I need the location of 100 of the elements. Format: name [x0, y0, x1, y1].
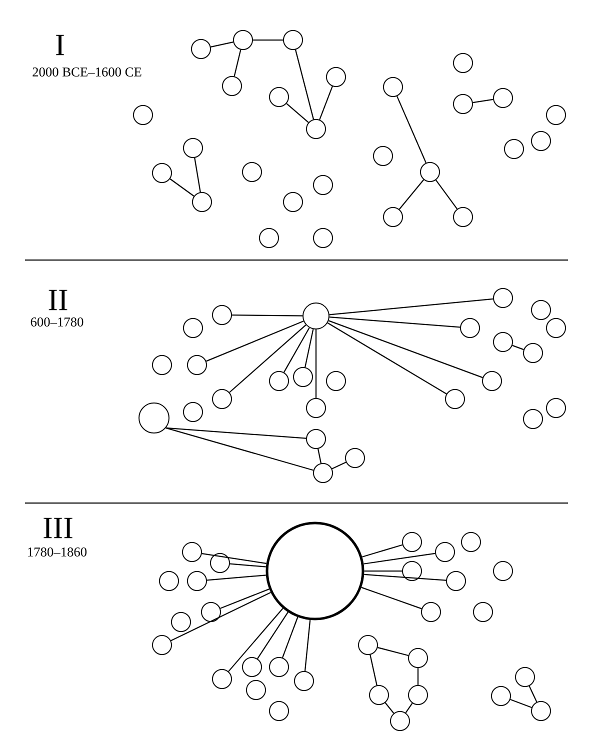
- period-numeral: III: [44, 518, 72, 538]
- node-circle: [546, 398, 566, 418]
- node-circle: [515, 667, 535, 687]
- connector-line: [232, 314, 303, 316]
- connector-line: [230, 563, 266, 568]
- connector-line: [510, 698, 532, 708]
- connector-line: [206, 574, 266, 581]
- node-circle: [482, 371, 502, 391]
- node-circle: [152, 163, 172, 183]
- node-circle: [183, 402, 203, 422]
- node-circle: [293, 367, 313, 387]
- node-circle: [453, 207, 473, 227]
- connector-line: [364, 552, 436, 564]
- node-circle: [269, 87, 289, 107]
- node-circle: [383, 77, 403, 97]
- connector-line: [170, 592, 271, 642]
- node-circle: [473, 602, 493, 622]
- connector-line: [378, 646, 408, 656]
- connector-line: [206, 320, 304, 362]
- node-circle: [283, 30, 303, 50]
- node-circle: [445, 389, 465, 409]
- node-circle: [358, 635, 378, 655]
- node-circle: [402, 561, 422, 581]
- node-circle: [493, 561, 513, 581]
- node-circle: [345, 448, 365, 468]
- node-circle: [369, 685, 389, 705]
- node-circle: [222, 76, 242, 96]
- node-circle: [313, 175, 333, 195]
- date-range: 1780–1860: [28, 548, 87, 556]
- node-circle: [421, 602, 441, 622]
- node-circle: [187, 355, 207, 375]
- node-circle: [493, 288, 513, 308]
- node-circle: [491, 686, 511, 706]
- connector-line: [229, 324, 306, 393]
- node-circle: [269, 701, 289, 721]
- hub-circle: [302, 302, 330, 330]
- node-circle: [269, 371, 289, 391]
- node-circle: [259, 228, 279, 248]
- connector-line: [384, 702, 394, 714]
- connector-line: [282, 616, 298, 658]
- connector-line: [405, 702, 413, 714]
- period-numeral: I: [56, 34, 64, 56]
- node-circle: [246, 680, 266, 700]
- node-circle: [523, 343, 543, 363]
- node-circle: [187, 571, 207, 591]
- connector-line: [170, 178, 194, 197]
- connector-line: [319, 86, 333, 120]
- connector-line: [317, 448, 322, 464]
- node-circle: [408, 648, 428, 668]
- connector-line: [194, 158, 201, 192]
- connector-line: [304, 329, 314, 368]
- connector-line: [253, 39, 283, 41]
- connector-line: [220, 588, 270, 609]
- hub-circle: [266, 522, 364, 620]
- node-circle: [212, 389, 232, 409]
- node-circle: [201, 602, 221, 622]
- node-circle: [133, 105, 153, 125]
- node-circle: [152, 635, 172, 655]
- connector-line: [329, 298, 494, 316]
- node-circle: [159, 571, 179, 591]
- node-circle: [212, 669, 232, 689]
- node-circle: [210, 553, 230, 573]
- node-circle: [233, 30, 253, 50]
- connector-line: [166, 427, 314, 471]
- connector-line: [304, 620, 311, 672]
- node-circle: [408, 685, 428, 705]
- node-circle: [402, 532, 422, 552]
- connector-line: [328, 320, 483, 378]
- connector-line: [435, 180, 458, 210]
- node-circle: [504, 139, 524, 159]
- node-circle: [373, 146, 393, 166]
- node-circle: [294, 671, 314, 691]
- node-circle: [546, 105, 566, 125]
- node-circle: [269, 657, 289, 677]
- connector-line: [234, 50, 242, 76]
- node-circle: [435, 542, 455, 562]
- node-circle: [523, 409, 543, 429]
- connector-line: [283, 327, 310, 373]
- connector-line: [202, 552, 266, 564]
- connector-line: [294, 50, 314, 120]
- node-circle: [493, 88, 513, 108]
- connector-line: [417, 668, 419, 685]
- connector-line: [315, 330, 317, 398]
- node-circle: [460, 318, 480, 338]
- hub-circle: [138, 402, 170, 434]
- node-circle: [390, 711, 410, 731]
- node-circle: [546, 318, 566, 338]
- node-circle: [313, 463, 333, 483]
- node-circle: [453, 94, 473, 114]
- node-circle: [461, 532, 481, 552]
- connector-line: [332, 462, 346, 470]
- connector-line: [364, 574, 446, 581]
- node-circle: [326, 67, 346, 87]
- connector-line: [228, 608, 284, 672]
- node-circle: [183, 138, 203, 158]
- connector-line: [329, 316, 460, 328]
- node-circle: [313, 228, 333, 248]
- node-circle: [242, 657, 262, 677]
- node-circle: [182, 542, 202, 562]
- node-circle: [212, 305, 232, 325]
